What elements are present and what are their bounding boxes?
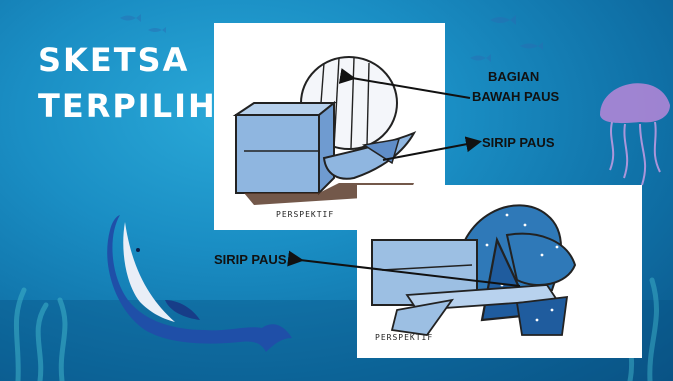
label-sirip-paus-1: SIRIP PAUS	[482, 134, 554, 152]
arrow-sirip-sketch2	[300, 260, 520, 286]
arrow-sirip-sketch1	[383, 142, 478, 160]
label-bawah-paus: BAWAH PAUS	[472, 88, 559, 106]
arrow-bagian-bawah	[352, 78, 470, 98]
label-bagian: BAGIAN	[488, 68, 539, 86]
label-sirip-paus-2: SIRIP PAUS	[214, 251, 286, 269]
